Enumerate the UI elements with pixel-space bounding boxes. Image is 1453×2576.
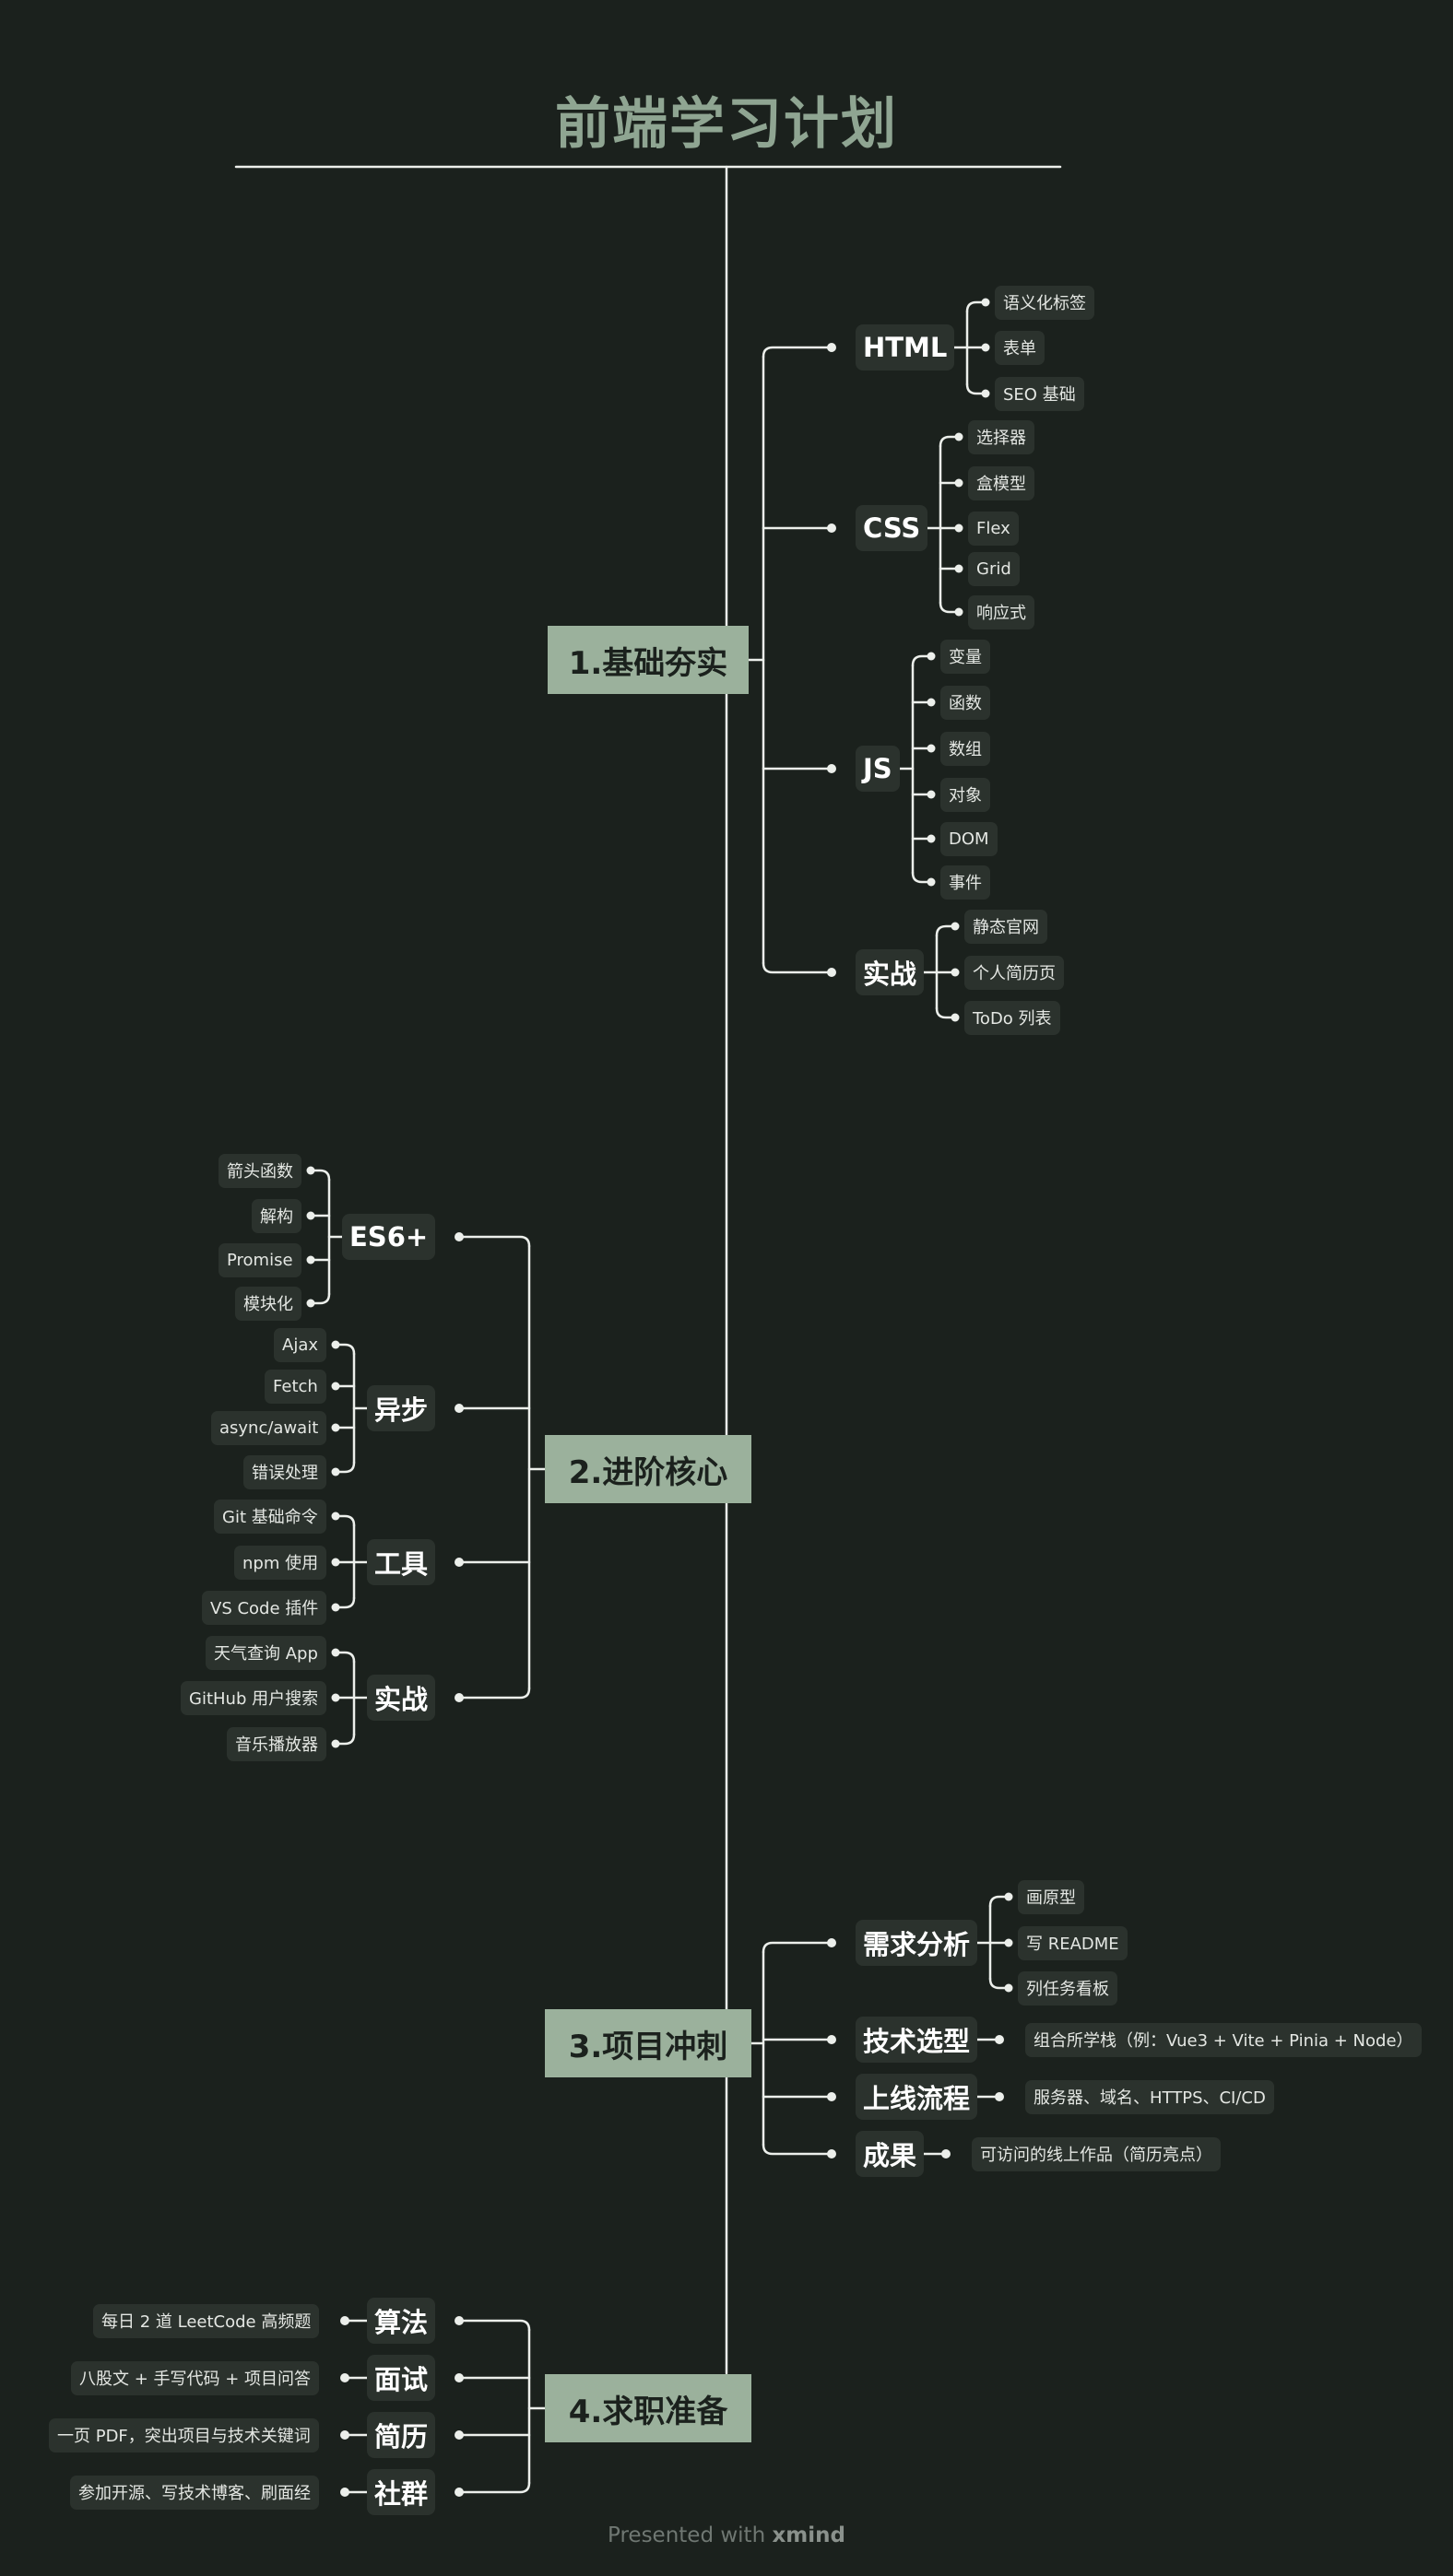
leaf-2-3-3[interactable]: VS Code 插件 <box>202 1590 327 1625</box>
leaf-2-3-2[interactable]: npm 使用 <box>234 1545 327 1580</box>
leaf-1-1-1[interactable]: 语义化标签 <box>995 285 1094 320</box>
leaf-2-1-2[interactable]: 解构 <box>252 1198 301 1233</box>
leaf-2-3-1[interactable]: Git 基础命令 <box>214 1499 326 1534</box>
main-topic-4[interactable]: 4.求职准备 <box>545 2374 751 2442</box>
main-topic-1[interactable]: 1.基础夯实 <box>548 626 749 694</box>
leaf-2-2-4[interactable]: 错误处理 <box>243 1454 326 1489</box>
leaf-4-1-1[interactable]: 每日 2 道 LeetCode 高频题 <box>93 2303 320 2338</box>
main-topic-3[interactable]: 3.项目冲刺 <box>545 2009 751 2077</box>
leaf-1-3-4[interactable]: 对象 <box>940 777 990 812</box>
subtopic-2-2[interactable]: 异步 <box>367 1385 436 1431</box>
leaf-3-3-1[interactable]: 服务器、域名、HTTPS、CI/CD <box>1025 2079 1274 2114</box>
leaf-1-1-3[interactable]: SEO 基础 <box>995 376 1084 411</box>
map-title[interactable]: 前端学习计划 <box>555 92 898 157</box>
leaf-1-2-1[interactable]: 选择器 <box>968 419 1034 454</box>
leaf-3-1-2[interactable]: 写 README <box>1018 1925 1128 1960</box>
subtopic-3-2[interactable]: 技术选型 <box>856 2017 978 2063</box>
leaf-2-1-4[interactable]: 模块化 <box>235 1286 301 1321</box>
leaf-1-4-2[interactable]: 个人简历页 <box>964 955 1064 990</box>
subtopic-1-4[interactable]: 实战 <box>856 949 925 995</box>
subtopic-2-1[interactable]: ES6+ <box>342 1214 436 1260</box>
leaf-2-4-1[interactable]: 天气查询 App <box>206 1635 326 1670</box>
leaf-1-3-3[interactable]: 数组 <box>940 731 990 766</box>
leaf-1-2-3[interactable]: Flex <box>968 511 1019 546</box>
subtopic-4-2[interactable]: 面试 <box>367 2355 436 2401</box>
main-topic-2[interactable]: 2.进阶核心 <box>545 1435 751 1503</box>
leaf-2-4-3[interactable]: 音乐播放器 <box>227 1726 326 1761</box>
subtopic-4-4[interactable]: 社群 <box>367 2469 436 2515</box>
subtopic-1-3[interactable]: JS <box>856 746 900 792</box>
leaf-2-2-3[interactable]: async/await <box>211 1410 327 1445</box>
leaf-3-4-1[interactable]: 可访问的线上作品（简历亮点） <box>972 2136 1221 2171</box>
leaf-1-3-2[interactable]: 函数 <box>940 685 990 720</box>
leaf-3-2-1[interactable]: 组合所学栈（例：Vue3 + Vite + Pinia + Node） <box>1025 2022 1422 2057</box>
leaf-1-2-5[interactable]: 响应式 <box>968 594 1034 629</box>
footer-brand: xmind <box>772 2523 845 2547</box>
leaf-4-2-1[interactable]: 八股文 + 手写代码 + 项目问答 <box>71 2360 320 2395</box>
subtopic-2-4[interactable]: 实战 <box>367 1675 436 1721</box>
leaf-4-4-1[interactable]: 参加开源、写技术博客、刷面经 <box>70 2475 319 2510</box>
leaf-1-3-6[interactable]: 事件 <box>940 865 990 900</box>
subtopic-3-3[interactable]: 上线流程 <box>856 2074 978 2120</box>
leaf-2-2-2[interactable]: Fetch <box>265 1369 326 1404</box>
leaf-3-1-3[interactable]: 列任务看板 <box>1018 1970 1117 2006</box>
leaf-2-1-1[interactable]: 箭头函数 <box>219 1153 301 1188</box>
leaf-3-1-1[interactable]: 画原型 <box>1018 1879 1084 1914</box>
leaf-1-4-3[interactable]: ToDo 列表 <box>964 1000 1060 1035</box>
subtopic-1-2[interactable]: CSS <box>856 505 928 551</box>
leaf-1-2-2[interactable]: 盒模型 <box>968 465 1034 500</box>
leaf-1-1-2[interactable]: 表单 <box>995 330 1045 365</box>
leaf-1-3-5[interactable]: DOM <box>940 821 998 856</box>
subtopic-2-3[interactable]: 工具 <box>367 1539 436 1585</box>
leaf-1-2-4[interactable]: Grid <box>968 551 1020 586</box>
leaf-2-2-1[interactable]: Ajax <box>274 1327 326 1362</box>
leaf-4-3-1[interactable]: 一页 PDF，突出项目与技术关键词 <box>49 2417 319 2452</box>
leaf-1-4-1[interactable]: 静态官网 <box>964 909 1047 944</box>
footer-credit: Presented with xmind <box>0 2523 1453 2547</box>
subtopic-3-4[interactable]: 成果 <box>856 2131 925 2177</box>
leaf-2-1-3[interactable]: Promise <box>219 1242 301 1277</box>
leaf-1-3-1[interactable]: 变量 <box>940 639 990 674</box>
subtopic-1-1[interactable]: HTML <box>856 324 955 371</box>
leaf-2-4-2[interactable]: GitHub 用户搜索 <box>181 1680 327 1715</box>
footer-prefix: Presented with <box>608 2523 773 2547</box>
subtopic-3-1[interactable]: 需求分析 <box>856 1920 978 1966</box>
subtopic-4-1[interactable]: 算法 <box>367 2298 436 2344</box>
subtopic-4-3[interactable]: 简历 <box>367 2412 436 2458</box>
